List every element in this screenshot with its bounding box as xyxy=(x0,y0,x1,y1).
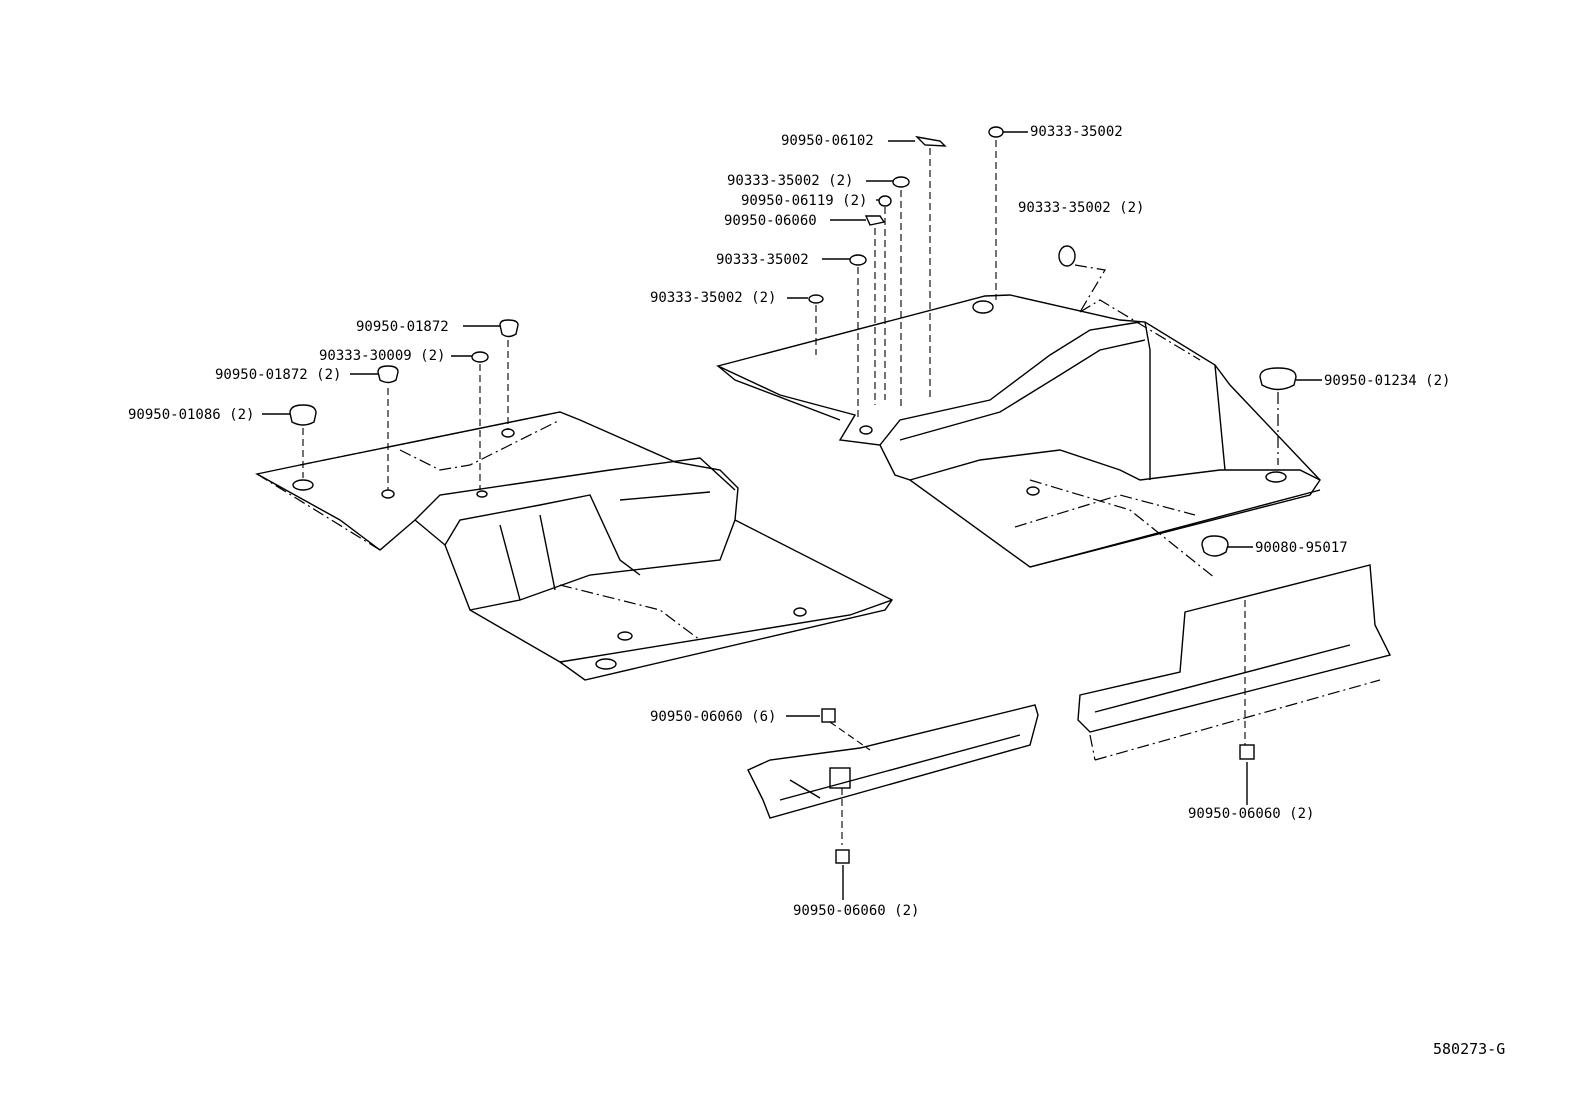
part-label-90950-06119: 90950-06119 (2) xyxy=(741,193,868,209)
part-label-90333-35002-2-a: 90333-35002 (2) xyxy=(727,173,854,189)
part-label-90333-35002-top: 90333-35002 xyxy=(1030,124,1123,140)
rear-scuff-plate xyxy=(1077,564,1392,761)
part-label-90950-06060-top: 90950-06060 xyxy=(724,213,817,229)
part-label-90950-06060-2-right: 90950-06060 (2) xyxy=(1188,806,1315,822)
part-label-90950-01872: 90950-01872 xyxy=(356,319,449,335)
part-label-90333-35002-2-b: 90333-35002 (2) xyxy=(1018,200,1145,216)
part-label-90333-35002-2-c: 90333-35002 (2) xyxy=(650,290,777,306)
part-label-90950-01086: 90950-01086 (2) xyxy=(128,407,255,423)
rear-floor-silencer xyxy=(715,294,1321,579)
part-label-90950-06060-6: 90950-06060 (6) xyxy=(650,709,777,725)
part-label-90080-95017: 90080-95017 xyxy=(1255,540,1348,556)
fasteners xyxy=(262,126,1322,900)
part-label-90950-06060-2-bottom: 90950-06060 (2) xyxy=(793,903,920,919)
figure-code: 580273-G xyxy=(1433,1040,1506,1058)
front-floor-silencer xyxy=(255,411,894,681)
part-label-90950-01872-2: 90950-01872 (2) xyxy=(215,367,342,383)
part-label-90950-06102: 90950-06102 xyxy=(781,133,874,149)
part-label-90333-35002-mid: 90333-35002 xyxy=(716,252,809,268)
part-label-90333-30009: 90333-30009 (2) xyxy=(319,348,446,364)
part-label-90950-01234: 90950-01234 (2) xyxy=(1324,373,1451,389)
front-scuff-plate xyxy=(747,704,1039,864)
